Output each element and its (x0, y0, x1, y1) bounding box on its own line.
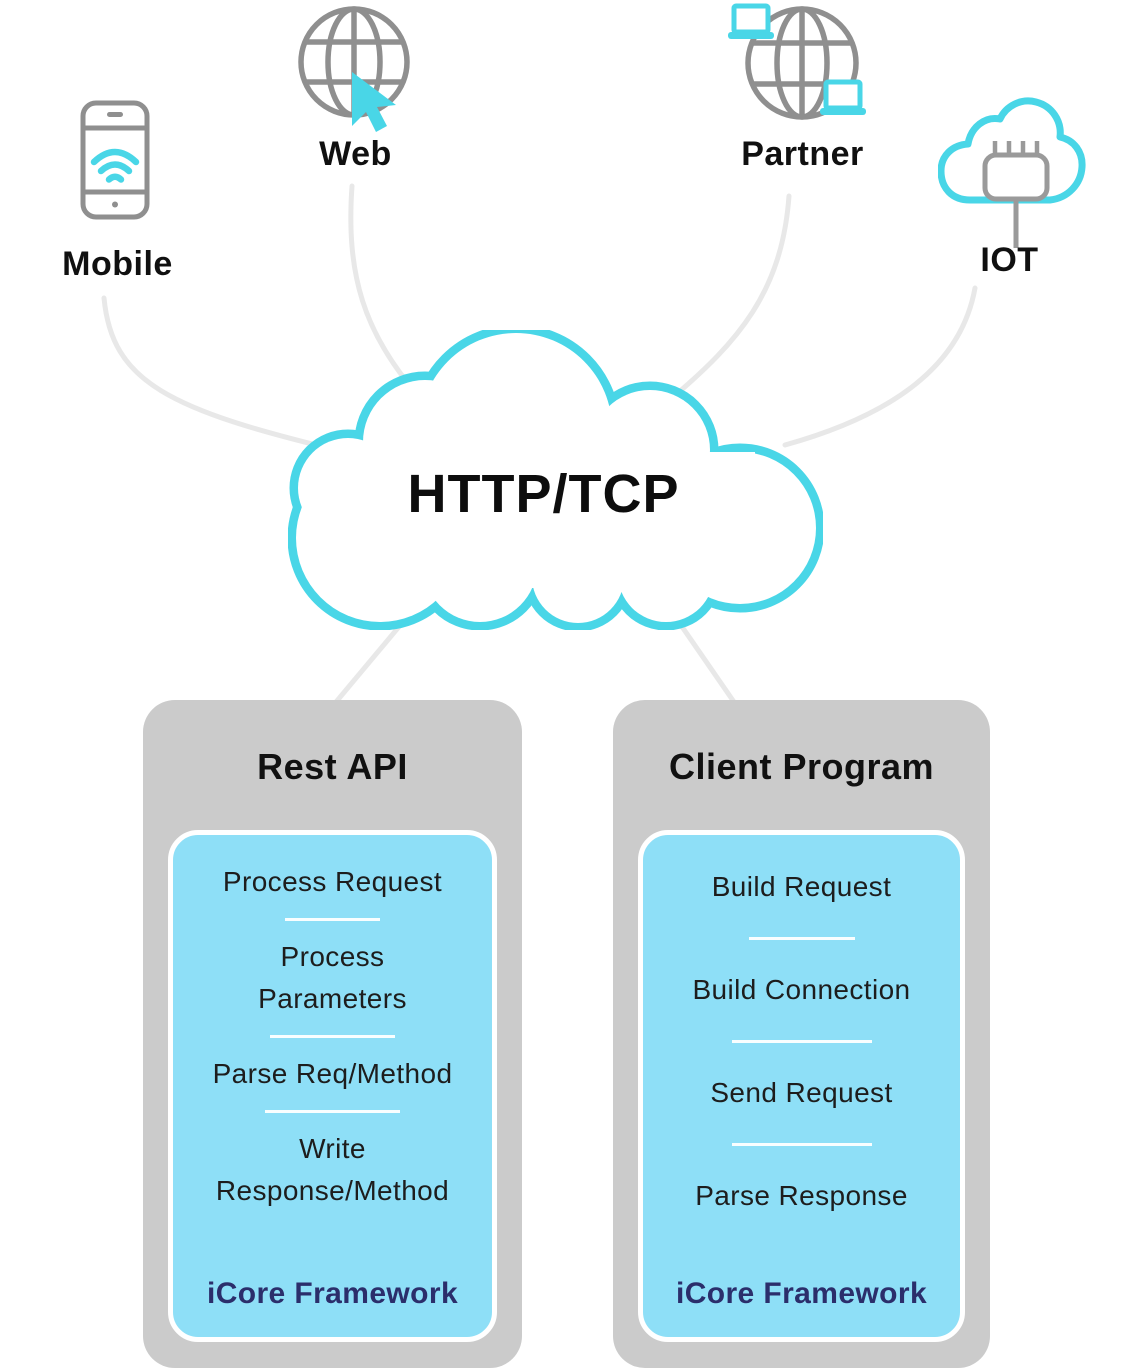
divider (731, 1040, 872, 1043)
laptop-glyph-top-left (728, 3, 774, 39)
client-item: Send Request (710, 1077, 893, 1108)
divider (265, 1110, 400, 1113)
connector-mobile-cloud (101, 295, 348, 455)
divider (270, 1035, 395, 1038)
client-label-mobile: Mobile (62, 245, 173, 283)
connector-iot-cloud (782, 285, 978, 448)
smartphone-wifi-icon (80, 100, 150, 220)
framework-label: iCore Framework (206, 1277, 459, 1310)
divider (285, 918, 380, 921)
laptop-glyph-bottom-right (820, 79, 866, 115)
framework-label: iCore Framework (675, 1277, 928, 1310)
client-program-panel: Client Program Build Request Build Conne… (613, 700, 990, 1368)
client-item: Parse Response (695, 1180, 908, 1211)
globe-laptops-icon (728, 3, 866, 120)
rest-api-panel: Rest API Process Request Process Paramet… (143, 700, 522, 1368)
http-tcp-cloud (288, 330, 823, 630)
rest-item: Process Request (222, 866, 443, 897)
rest-api-title: Rest API (257, 746, 408, 787)
client-program-framework-box: Build Request Build Connection Send Requ… (638, 830, 965, 1342)
client-program-title: Client Program (668, 746, 935, 787)
rest-item: Process Parameters (258, 941, 407, 1014)
connector-cloud-client (673, 615, 737, 705)
client-label-partner: Partner (741, 135, 864, 173)
rest-api-framework-box: Process Request Process Parameters Parse… (168, 830, 497, 1342)
rest-item: Write Response/Method (215, 1133, 450, 1206)
client-item: Build Connection (692, 974, 911, 1005)
divider (748, 937, 855, 940)
divider (731, 1143, 872, 1146)
globe-cursor-icon (298, 6, 410, 132)
connector-partner-cloud (669, 193, 792, 401)
client-label-iot: IOT (980, 241, 1039, 279)
client-item: Build Request (711, 871, 892, 902)
cloud-plug-icon (938, 97, 1086, 248)
rest-item: Parse Req/Method (212, 1058, 453, 1089)
cloud-protocol-label: HTTP/TCP (407, 464, 680, 524)
client-label-web: Web (319, 135, 392, 173)
